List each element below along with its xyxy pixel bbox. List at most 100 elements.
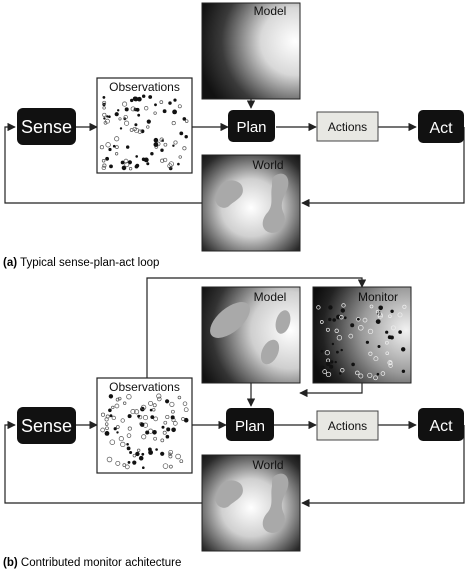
observation-dot (325, 327, 330, 332)
observation-dot (121, 165, 127, 171)
observation-dot (130, 106, 136, 112)
observation-dot (169, 401, 175, 407)
observation-dot (332, 318, 337, 322)
observation-dot (390, 309, 394, 313)
observation-dot (124, 162, 130, 168)
caption-b-text: Contributed monitor achitecture (20, 557, 182, 569)
observation-dot (143, 157, 149, 163)
caption-a-text: Typical sense-plan-act loop (20, 257, 160, 269)
observation-dot (316, 305, 321, 310)
observation-dot (135, 451, 140, 457)
sense-box (17, 108, 76, 145)
observation-dot (325, 371, 332, 378)
observation-dot (373, 375, 378, 381)
observation-dot (162, 463, 169, 469)
observation-dot (118, 436, 124, 442)
observation-dot (106, 115, 109, 118)
observation-dot (155, 448, 158, 451)
observation-dot (105, 414, 110, 419)
sense-label: Sense (21, 117, 72, 137)
act-label: Act (429, 418, 453, 435)
observation-dot (112, 144, 116, 148)
observation-dot (334, 360, 337, 364)
observation-dot (172, 421, 178, 426)
observation-dot (343, 316, 347, 320)
observation-dot (140, 404, 147, 411)
observation-dot (150, 152, 154, 156)
observation-dot (385, 330, 389, 334)
observation-dot (115, 145, 119, 149)
caption-b: (b) Contributed monitor achitecture (3, 557, 181, 569)
observation-dot (385, 351, 389, 355)
observation-dot (173, 140, 178, 145)
observation-dot (114, 403, 120, 409)
caption-a-tag: (a) (3, 257, 18, 269)
observation-dot (134, 127, 140, 134)
observation-dot (390, 325, 396, 331)
observation-dot (123, 158, 129, 164)
observation-dot (389, 335, 394, 340)
observation-dot (324, 350, 330, 356)
observation-dots (100, 393, 189, 470)
observation-dot (126, 446, 131, 451)
observation-dot (341, 303, 346, 308)
observation-dot (153, 416, 159, 422)
observation-dot (340, 308, 345, 313)
observation-dot (137, 448, 141, 452)
observation-dot (109, 439, 116, 445)
observation-dot (167, 163, 173, 169)
observation-dot (385, 340, 389, 345)
observation-dot (111, 405, 115, 410)
observation-dot (142, 94, 146, 98)
observation-dot (368, 351, 373, 356)
observation-dot (115, 460, 121, 466)
observation-dot (113, 427, 117, 431)
observation-dot (159, 100, 164, 104)
observation-dot (377, 313, 383, 319)
observation-dot (181, 417, 185, 421)
observation-dot (122, 101, 128, 107)
observation-dot (157, 396, 162, 402)
observation-dot (103, 120, 108, 125)
observation-dot (153, 142, 159, 148)
observation-dot (350, 323, 355, 328)
observation-dot (159, 137, 164, 142)
arrow-observations-to-monitor (146, 277, 367, 378)
observation-dot (130, 98, 134, 103)
observation-dot (108, 115, 111, 118)
feedback-wire (4, 420, 202, 504)
world-panel: World (201, 154, 301, 252)
observation-dot (104, 431, 110, 436)
observation-dot (177, 162, 180, 166)
observation-dot (129, 128, 134, 132)
observation-dot (135, 155, 138, 158)
observation-dot (365, 340, 369, 344)
observation-dot (398, 330, 402, 334)
observation-dot (160, 451, 165, 456)
observation-dot (325, 361, 331, 367)
observation-dot (102, 163, 107, 168)
actions-label: Actions (328, 419, 367, 433)
model-blob-left (210, 302, 250, 338)
observation-dot (165, 414, 170, 420)
observation-dot (356, 317, 361, 322)
observation-dot (153, 436, 157, 441)
observation-dot (154, 103, 157, 107)
observation-dot (320, 365, 325, 371)
observation-dot (388, 363, 393, 368)
observation-dot (123, 114, 128, 120)
observation-dots (99, 94, 189, 171)
observation-dot (105, 156, 109, 161)
observation-dot (355, 370, 360, 376)
observation-dot (102, 112, 107, 117)
observation-dot (137, 96, 142, 102)
monitor-label: Monitor (358, 290, 398, 304)
observation-dot (170, 415, 175, 420)
world-blob-left (215, 480, 243, 508)
observation-dot (109, 414, 113, 418)
observation-dot (140, 422, 145, 427)
observation-dot (130, 409, 136, 415)
observation-dot (109, 164, 113, 169)
observation-dot (171, 409, 175, 414)
monitor-panel: Monitor (312, 286, 412, 384)
